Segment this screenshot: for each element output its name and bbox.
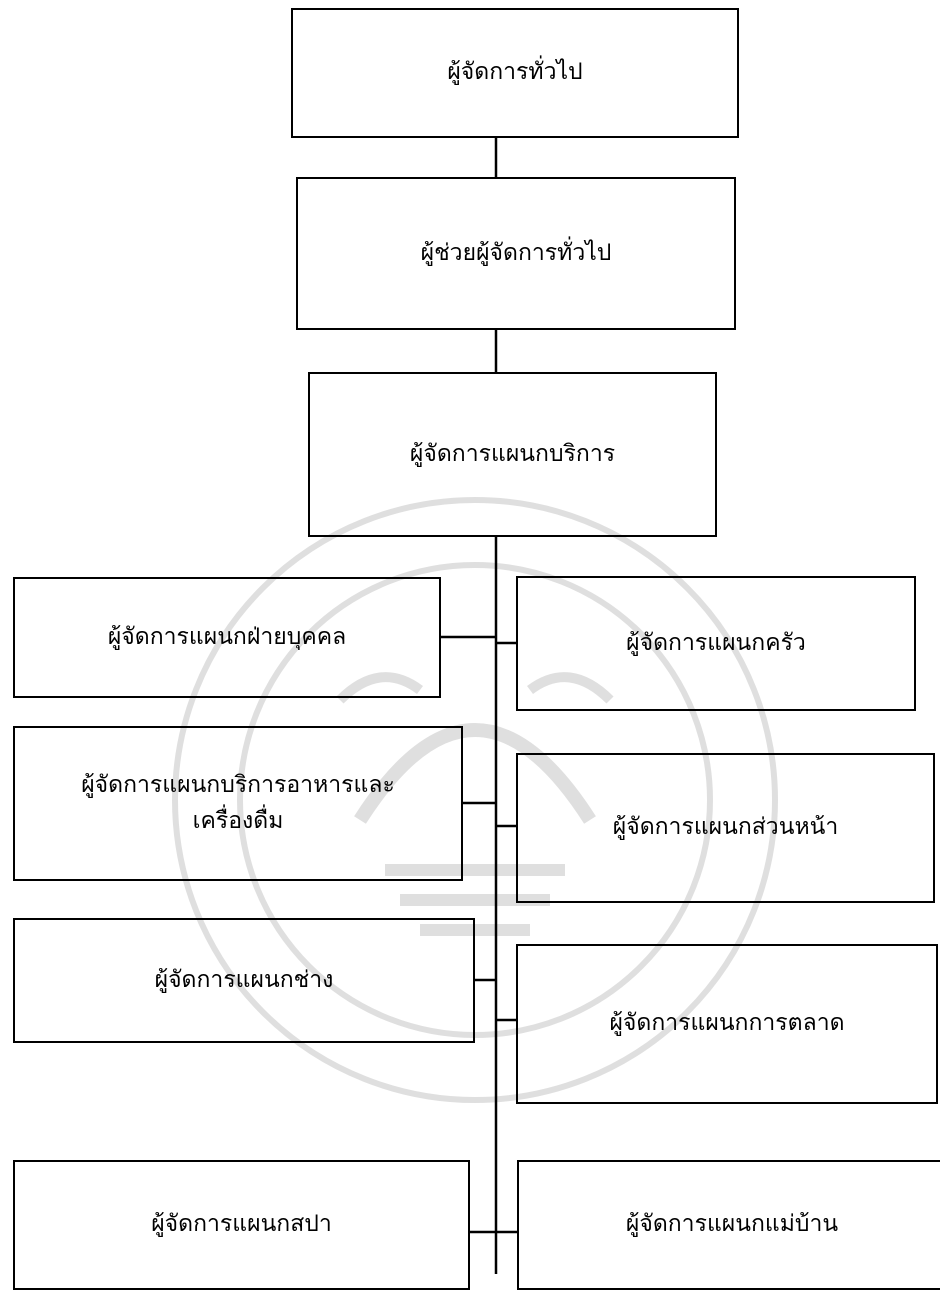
box-assistant-general-manager: ผู้ช่วยผู้จัดการทั่วไป [296, 177, 736, 330]
label-housekeeping-manager: ผู้จัดการแผนกแม่บ้าน [625, 1211, 839, 1238]
label-hr-manager: ผู้จัดการแผนกฝ่ายบุคคล [107, 623, 347, 650]
label-spa-manager: ผู้จัดการแผนกสปา [151, 1211, 332, 1238]
box-front-office-manager: ผู้จัดการแผนกส่วนหน้า [516, 753, 935, 903]
label-marketing-manager: ผู้จัดการแผนกการตลาด [609, 1010, 845, 1037]
label-food-beverage-manager: ผู้จัดการแผนกบริการอาหารและเครื่องดื่ม [81, 771, 395, 834]
box-general-manager: ผู้จัดการทั่วไป [291, 8, 739, 138]
box-hr-manager: ผู้จัดการแผนกฝ่ายบุคคล [13, 577, 441, 698]
label-engineering-manager: ผู้จัดการแผนกช่าง [154, 966, 334, 993]
box-engineering-manager: ผู้จัดการแผนกช่าง [13, 918, 475, 1043]
box-spa-manager: ผู้จัดการแผนกสปา [13, 1160, 470, 1290]
box-marketing-manager: ผู้จัดการแผนกการตลาด [516, 944, 938, 1104]
label-service-manager: ผู้จัดการแผนกบริการ [409, 440, 616, 467]
box-service-manager: ผู้จัดการแผนกบริการ [308, 372, 717, 537]
label-kitchen-manager: ผู้จัดการแผนกครัว [626, 629, 806, 656]
label-front-office-manager: ผู้จัดการแผนกส่วนหน้า [612, 814, 839, 841]
label-assistant-general-manager: ผู้ช่วยผู้จัดการทั่วไป [420, 239, 612, 266]
box-kitchen-manager: ผู้จัดการแผนกครัว [516, 576, 916, 711]
box-housekeeping-manager: ผู้จัดการแผนกแม่บ้าน [517, 1160, 940, 1290]
box-food-beverage-manager: ผู้จัดการแผนกบริการอาหารและเครื่องดื่ม [13, 726, 463, 881]
label-general-manager: ผู้จัดการทั่วไป [447, 59, 583, 86]
